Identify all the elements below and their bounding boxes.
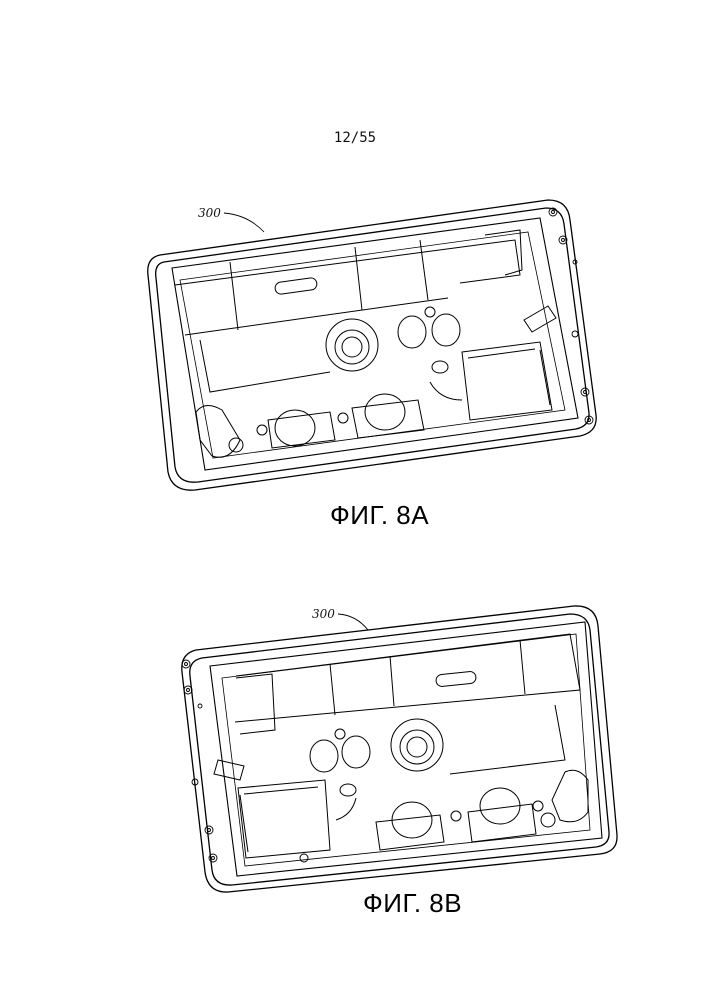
reference-numeral-8a: 300 — [198, 206, 221, 220]
ref-leader-line-8b — [338, 614, 368, 630]
tray-outline-8b — [182, 606, 617, 892]
tray-details-8b — [214, 634, 588, 862]
figure-caption-8a: ФИГ. 8A — [330, 500, 429, 531]
reference-numeral-8b: 300 — [312, 607, 335, 621]
figure-caption-8b: ФИГ. 8B — [363, 888, 462, 919]
